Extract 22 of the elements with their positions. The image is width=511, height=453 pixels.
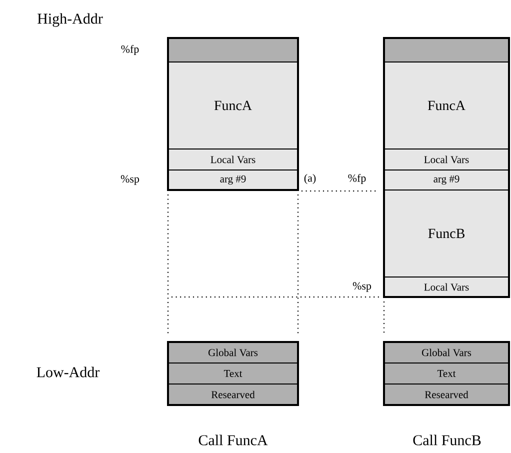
memory-block: Global Vars xyxy=(168,342,298,364)
memory-block: Text xyxy=(168,362,298,384)
memory-block: Local Vars xyxy=(384,276,510,298)
memory-block: Global Vars xyxy=(384,342,510,364)
pointer-label: %fp xyxy=(348,174,366,184)
pointer-label: %fp xyxy=(121,44,139,56)
note-label: (a) xyxy=(304,174,316,184)
axis-label: Low-Addr xyxy=(36,366,100,378)
stack-caption: Call FuncB xyxy=(413,434,481,446)
memory-block: arg #9 xyxy=(384,170,510,190)
memory-block: Local Vars xyxy=(168,148,298,170)
stack-caption: Call FuncA xyxy=(198,434,268,446)
pointer-label: %sp xyxy=(120,175,140,185)
memory-block: Researved xyxy=(384,384,510,406)
memory-block: arg #9 xyxy=(168,170,298,190)
pointer-label: %sp xyxy=(352,282,372,292)
memory-block: Researved xyxy=(168,384,298,406)
axis-label: High-Addr xyxy=(38,13,103,27)
stack-slot xyxy=(168,38,298,62)
memory-block: Local Vars xyxy=(384,148,510,170)
memory-block: Text xyxy=(384,362,510,384)
stack-slot xyxy=(384,38,510,62)
